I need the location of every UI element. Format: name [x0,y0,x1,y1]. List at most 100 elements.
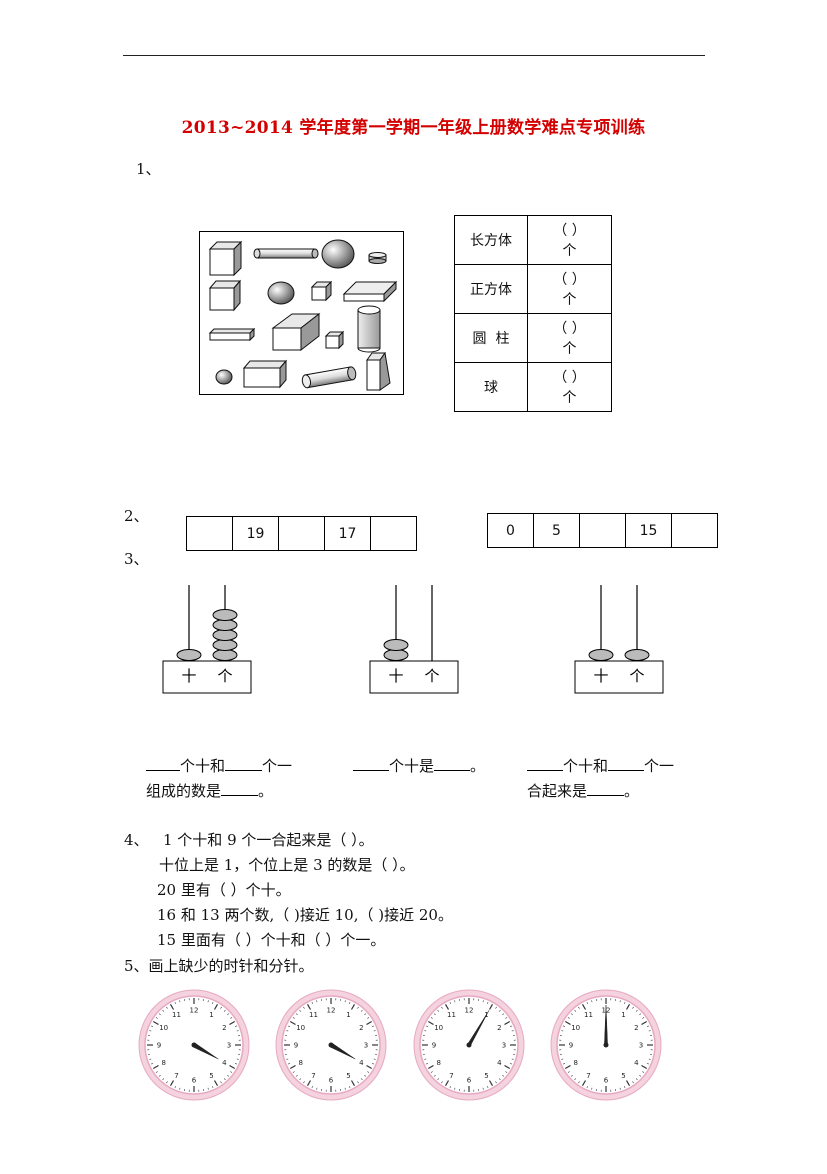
clock-tick [505,1022,510,1025]
clock-number: 6 [192,1077,197,1085]
clock-tick [367,1066,372,1069]
clock-number: 5 [484,1072,488,1080]
answer-unit: 个 [529,289,610,309]
clock-tick [212,1086,213,1088]
blank-text: 个十和 [180,757,225,775]
clock-tick [639,1014,640,1015]
answer-cell-cube[interactable]: （ ）个 [528,265,612,314]
clock-number: 6 [329,1077,334,1085]
answer-cell-sphere[interactable]: （ ）个 [528,363,612,412]
abacus: 十个 [575,585,663,693]
clock-tick [502,1014,503,1015]
blank-text: 个一 [644,757,674,775]
sequence-cell[interactable] [579,513,626,548]
clock-tick [450,1002,451,1004]
clock-tick [227,1075,228,1076]
clock-number: 8 [161,1059,165,1067]
clock-tick [642,1071,644,1072]
clock-tick [153,1022,158,1025]
clock-tick [438,1010,439,1011]
clock-tick [587,1002,588,1004]
clock-tick [349,1086,350,1088]
clock-tick [561,1030,563,1031]
clock-tick [303,1081,304,1083]
answer-blank[interactable] [434,756,470,771]
cube-shape [210,242,241,275]
hour-hand [193,1043,218,1059]
clock-tick [431,1017,433,1018]
answer-blank[interactable] [146,756,180,771]
answer-blank[interactable] [353,756,389,771]
clock-tick [357,1007,358,1009]
clock-tick [230,1017,232,1018]
clock-number: 10 [571,1024,580,1032]
minute-hand [468,1010,489,1045]
clock-number: 3 [639,1042,643,1050]
number-sequence-1: 19 17 [187,516,417,551]
ones-label: 个 [217,667,232,685]
clock-rim [276,990,386,1100]
clock-number: 7 [586,1072,590,1080]
clock-tick [563,1063,565,1064]
shape-count-table: 长方体 （ ）个 正方体 （ ）个 圆 柱 （ ）个 球 （ ）个 [454,215,612,412]
cuboid-shape [273,314,319,350]
clock-tick [575,1010,576,1011]
answer-blank[interactable] [527,756,563,771]
clock-tick [312,1086,313,1088]
answer-blank[interactable] [608,756,644,771]
hour-hand [330,1043,355,1059]
clock-center [604,1043,609,1048]
sequence-cell[interactable] [186,516,233,551]
clock-tick [345,1088,346,1090]
clock-rim [551,990,661,1100]
answer-blank[interactable] [221,781,258,796]
sequence-cell[interactable] [370,516,417,551]
clock-tick [208,1000,209,1002]
tens-label: 十 [388,667,403,685]
cuboid-shape [244,361,286,387]
clock-tick [627,1081,630,1086]
sequence-cell[interactable] [278,516,325,551]
clock-tick [454,1088,455,1090]
sequence-cell[interactable] [671,513,718,548]
clock-tick [424,1030,426,1031]
clock-tick [487,1086,488,1088]
abacus-bead [213,620,237,631]
clock-number: 6 [604,1077,609,1085]
clock-tick [308,1004,311,1009]
clock-tick [364,1075,365,1076]
clock-tick [512,1030,514,1031]
blank-text: 合起来是 [527,782,587,800]
answer-blank[interactable] [587,781,624,796]
clock-tick [230,1022,235,1025]
clock-number: 10 [159,1024,168,1032]
abacus-bead [589,650,613,661]
answer-unit: 个 [529,240,610,260]
cube-shape [326,332,343,348]
solid-shapes-illustration [200,232,403,394]
clock-tick [171,1004,174,1009]
answer-blank[interactable] [225,756,262,771]
clock-tick [237,1030,239,1031]
clock-tick [483,1088,484,1090]
cylinder-shape [369,253,386,264]
answer-cell-cylinder[interactable]: （ ）个 [528,314,612,363]
clock-tick [642,1017,644,1018]
answer-cell-cuboid[interactable]: （ ）个 [528,216,612,265]
blank-text: 个十是 [389,757,434,775]
q4-line: 20 里有（ ）个十。 [157,879,291,900]
answer-paren: （ ） [529,367,610,387]
clock-tick [316,1088,317,1090]
clock-tick [647,1026,649,1027]
clock-tick [361,1078,362,1079]
clock-tick [367,1071,369,1072]
clock-number: 10 [434,1024,443,1032]
abacus-base [370,661,458,693]
clock-number: 8 [436,1059,440,1067]
clock-tick [372,1063,374,1064]
